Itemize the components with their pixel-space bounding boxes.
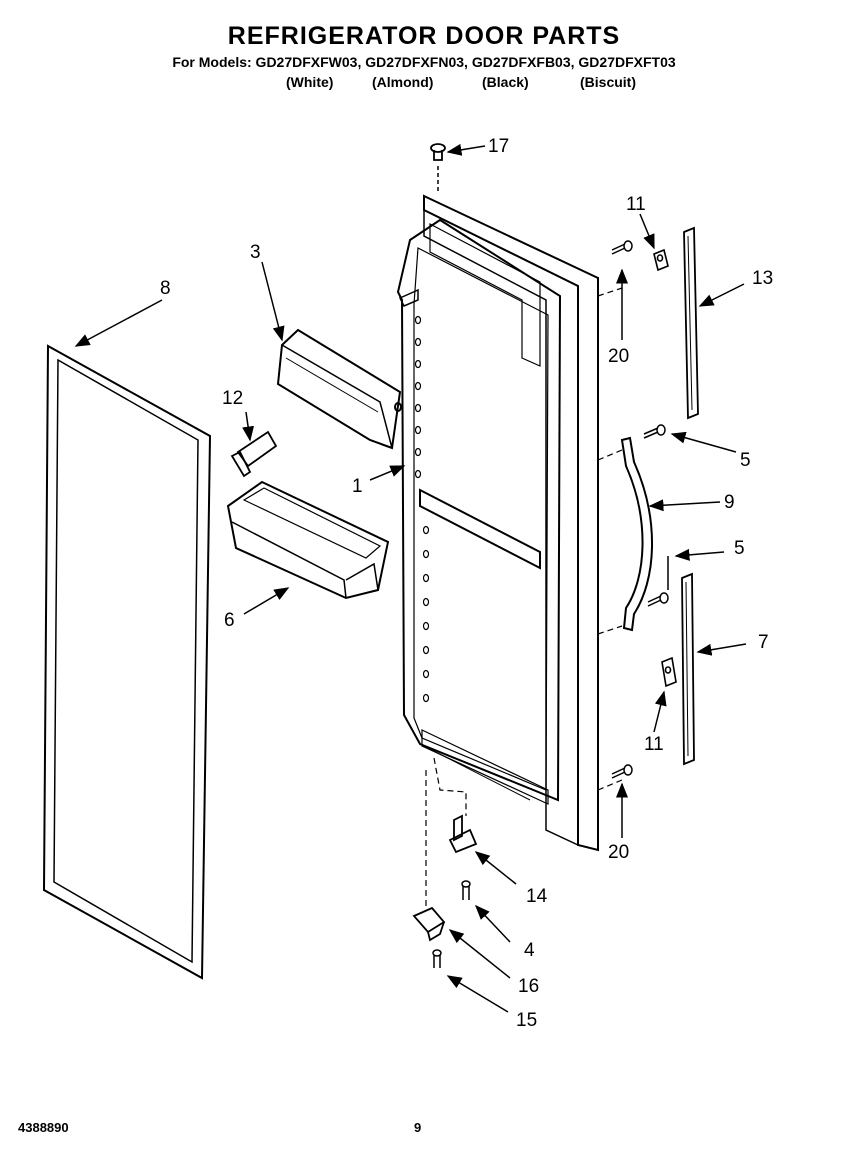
callout-9: 9 [724,492,735,513]
trim-clip-bottom [661,656,677,688]
hinge-bracket [412,906,446,942]
callout-16: 16 [518,976,539,997]
assembly-lines [425,287,623,910]
callout-5-top: 5 [740,450,751,471]
color-black: (Black) [482,74,529,90]
callout-11-bottom: 11 [644,734,664,755]
hinge-plug [430,143,446,161]
bin-clip [230,430,278,478]
color-almond: (Almond) [372,74,434,90]
callout-5-bottom: 5 [734,538,745,559]
callout-4: 4 [524,940,535,961]
door-handle [620,436,654,632]
callout-20-top: 20 [608,346,629,367]
handle-trim-top [683,226,699,420]
callout-20-bottom: 20 [608,842,629,863]
callout-8: 8 [160,278,171,299]
bracket-screw [432,949,442,968]
leader-lines [74,143,747,1013]
handle-screw-top [643,424,666,439]
page-title: REFRIGERATOR DOOR PARTS [227,22,621,50]
callout-13: 13 [752,268,773,289]
callout-14: 14 [526,886,548,907]
callout-3: 3 [250,242,261,263]
page-number: 9 [414,1120,422,1135]
trim-screw-top [611,240,633,255]
callout-11-top: 11 [626,194,646,215]
handle-trim-bottom [681,572,695,766]
hinge-screw [461,880,471,900]
trim-clip-top [653,248,669,272]
color-white: (White) [286,74,334,90]
callout-17: 17 [488,136,509,157]
door-bin [226,480,390,600]
handle-screw-bottom [647,592,669,607]
bin-cover [276,328,402,450]
document-number: 4388890 [18,1120,69,1135]
callout-12: 12 [222,388,243,409]
models-line: For Models: GD27DFXFW03, GD27DFXFN03, GD… [172,54,676,70]
trim-screw-bottom [611,764,633,779]
door-liner [396,194,599,852]
color-biscuit: (Biscuit) [580,74,636,90]
callout-15: 15 [516,1010,537,1031]
door-gasket [42,344,212,980]
hinge-pin [448,814,478,854]
callout-numbers: 17 3 8 12 1 6 11 20 13 5 9 5 7 11 20 14 … [160,136,773,1031]
callout-1: 1 [352,476,363,497]
callout-7: 7 [758,632,769,653]
callout-6: 6 [224,610,235,631]
